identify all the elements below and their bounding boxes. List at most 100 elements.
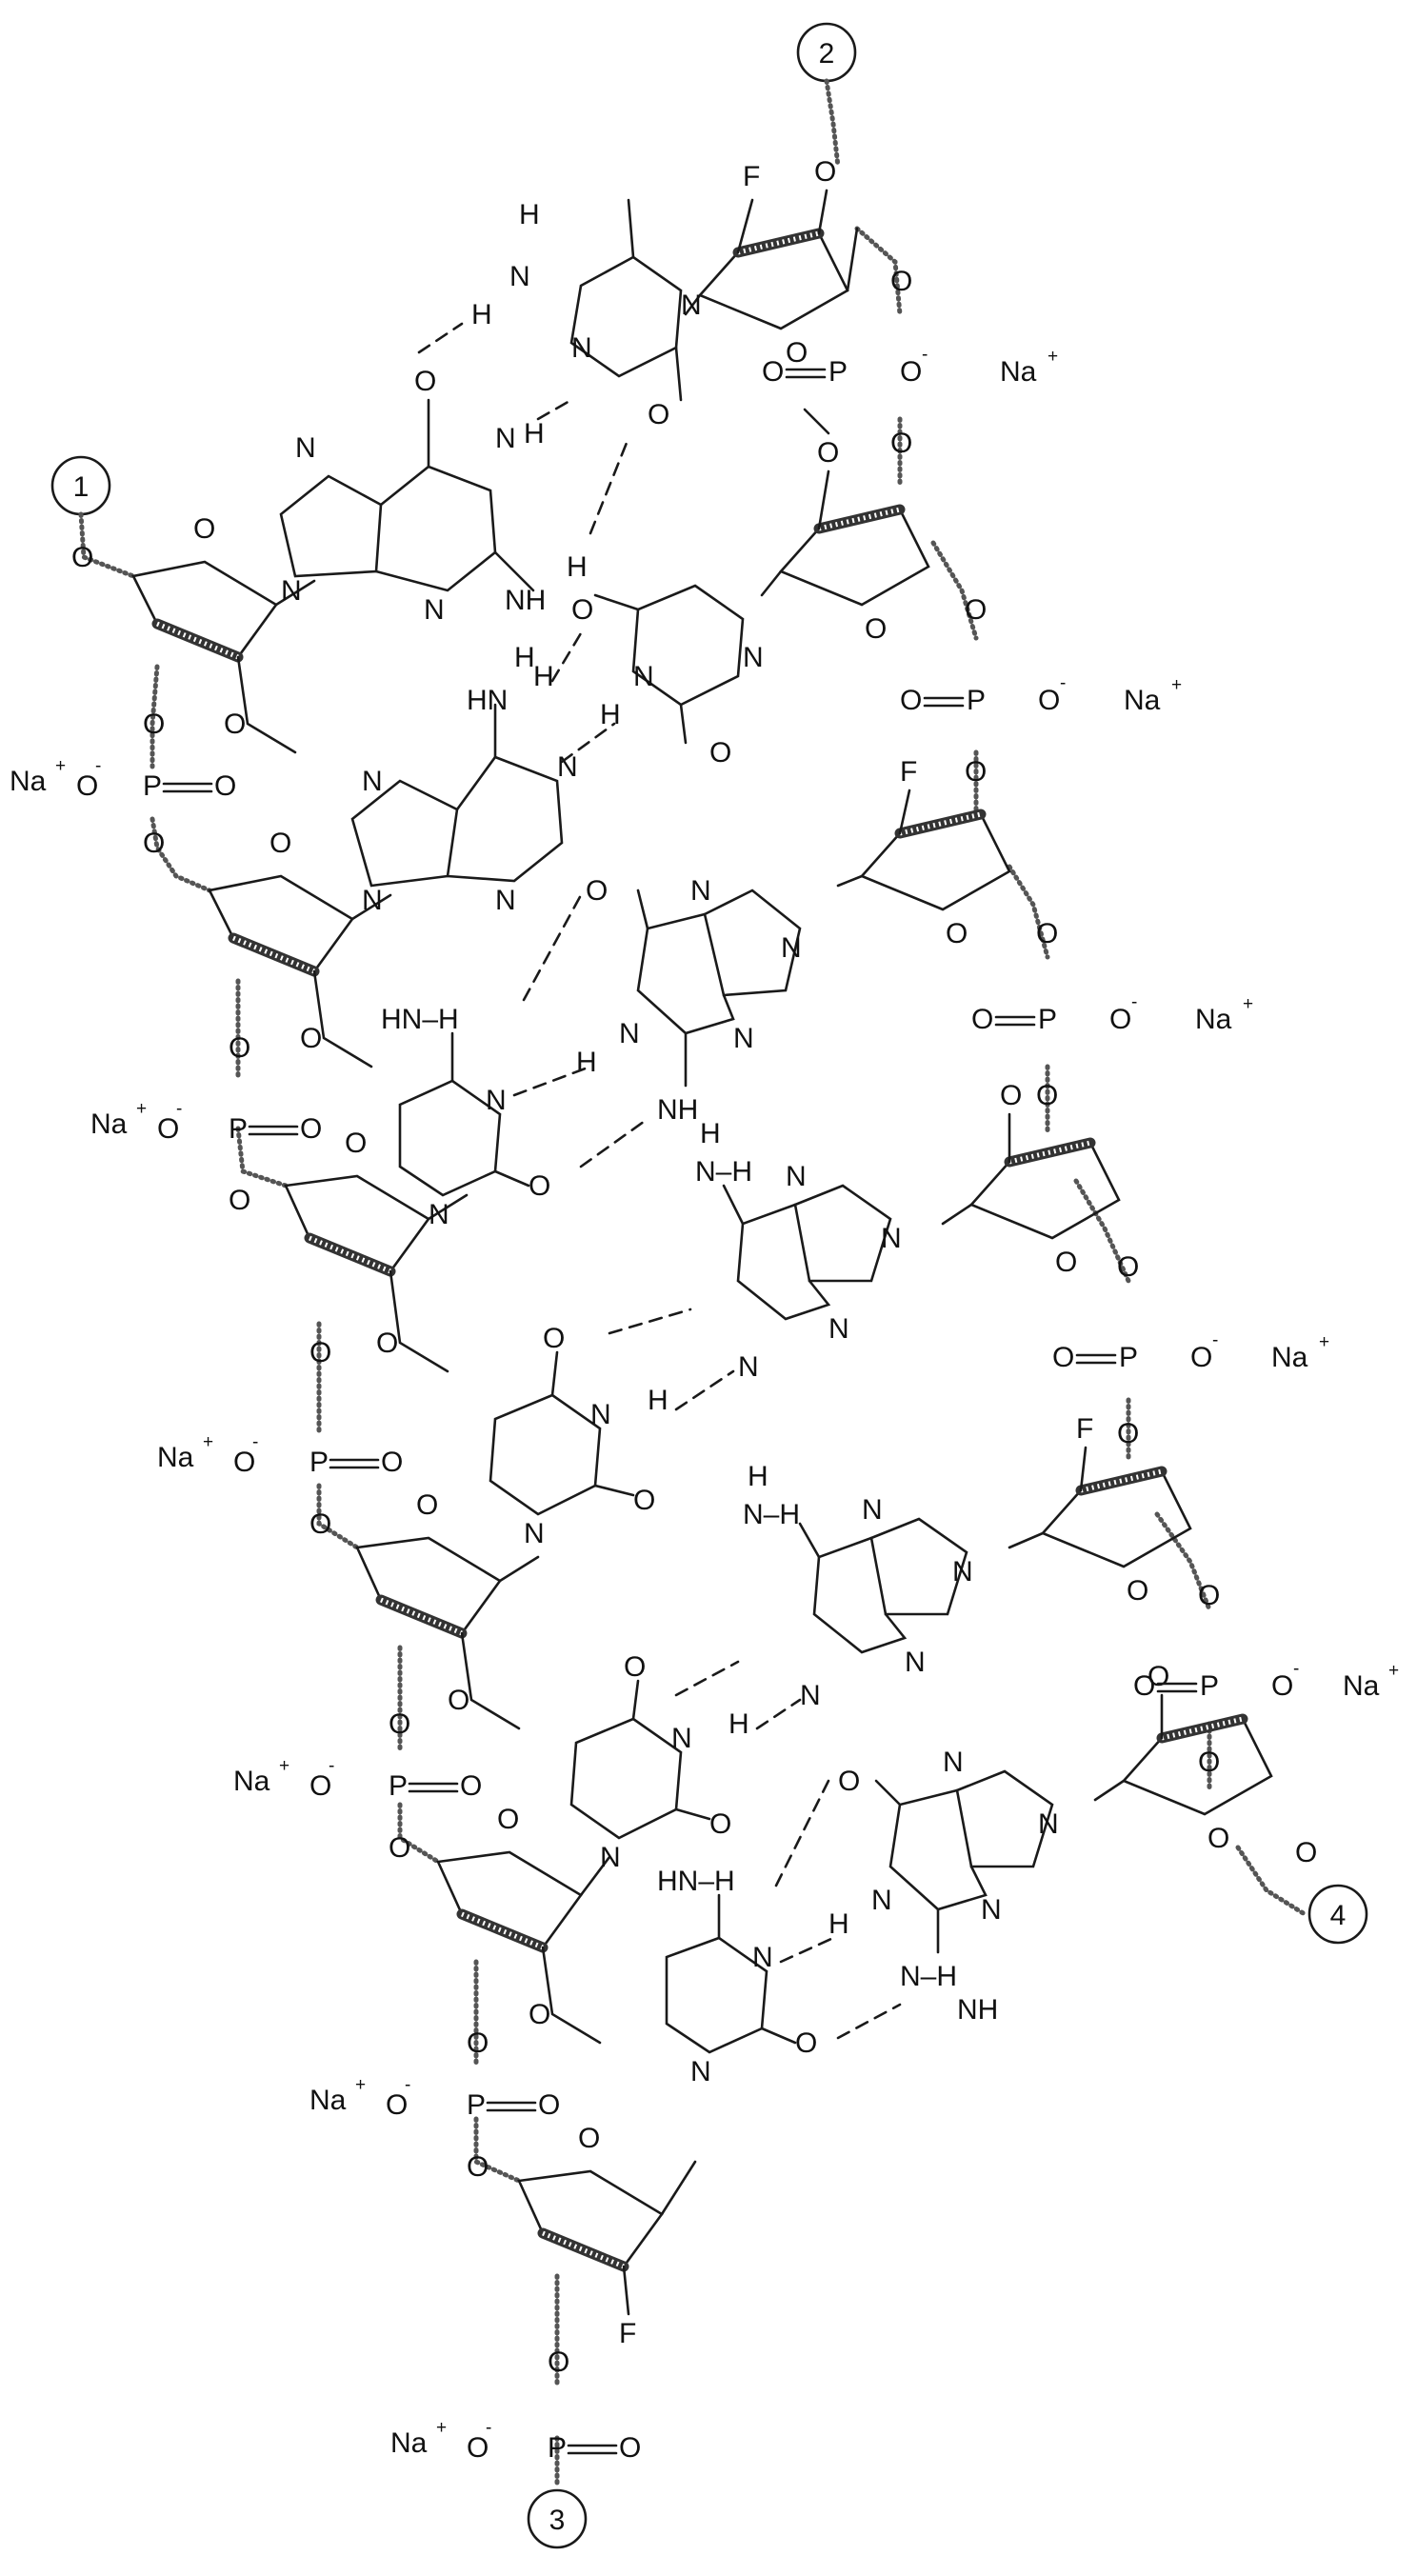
terminal-marker-3: 3 <box>529 2490 586 2547</box>
o3-oxygen: O <box>143 709 165 740</box>
base-uracil-b2: O N H N O <box>571 586 764 769</box>
sodium-ion: Na <box>1271 1342 1308 1373</box>
amino-hydrogen: H <box>514 642 535 673</box>
n1: N <box>557 751 578 783</box>
terminal-marker-4: 4 <box>1309 1886 1367 1943</box>
phosphate-oxygen: O <box>1109 1004 1131 1035</box>
n9: N <box>1038 1808 1059 1840</box>
o3-oxygen: O <box>467 2027 489 2059</box>
o2: O <box>709 737 731 769</box>
base-adenine-a2: N N N N HN H <box>352 661 578 916</box>
plus-charge: + <box>279 1756 289 1776</box>
n3-hydrogen: H <box>728 1708 749 1740</box>
o2: O <box>529 1170 550 1202</box>
n1: N <box>429 1199 449 1230</box>
o3-oxygen: O <box>1036 1080 1058 1111</box>
n9: N <box>781 932 802 964</box>
n1: N <box>743 642 764 673</box>
hydrogen-bonds <box>419 324 900 2038</box>
phosphorus: P <box>1038 1004 1057 1035</box>
n7: N <box>690 875 711 907</box>
o4: O <box>624 1651 646 1683</box>
ring-oxygen: O <box>1127 1575 1148 1607</box>
methoxy-oxygen: O <box>529 1999 550 2030</box>
n2-amino: NH <box>505 585 546 616</box>
n1: N <box>681 290 702 321</box>
o6: O <box>414 366 436 397</box>
sodium-ion: Na <box>10 766 47 797</box>
n3: N <box>571 332 592 364</box>
phosphorus: P <box>143 770 162 802</box>
ring-oxygen: O <box>786 337 808 369</box>
o3-oxygen: O <box>309 1337 331 1368</box>
o5-oxygen: O <box>143 828 165 859</box>
amino-hydrogen: H <box>533 661 554 692</box>
minus-charge: - <box>1131 992 1137 1012</box>
n9: N <box>952 1556 973 1588</box>
o5-oxygen: O <box>1036 918 1058 949</box>
n6-amino: HN <box>467 685 508 716</box>
phosphorus: P <box>389 1770 408 1802</box>
o2: O <box>633 1485 655 1516</box>
phosphate-a3: Na + O - P O O O <box>157 1337 403 1540</box>
o6: O <box>586 875 608 907</box>
bases: N N O N N NH H H H H N H N N O N <box>281 199 1059 2087</box>
phosphate-oxygen: O <box>381 1447 403 1478</box>
n1: N <box>495 423 516 454</box>
terminal-marker-1: 1 <box>52 457 110 514</box>
n1-hydrogen: H <box>828 1908 849 1940</box>
ring-oxygen: O <box>946 918 968 949</box>
phosphate-oxygen: O <box>1190 1342 1212 1373</box>
phosphorus: P <box>229 1113 248 1145</box>
plus-charge: + <box>1171 675 1182 695</box>
o5-oxygen: O <box>890 266 912 297</box>
o5-oxygen: O <box>389 1832 410 1864</box>
plus-charge: + <box>1388 1661 1399 1681</box>
ring-oxygen: O <box>416 1489 438 1521</box>
sodium-ion: Na <box>233 1766 270 1797</box>
base-cytosine-b1: H N H N N O <box>471 199 702 430</box>
ring-oxygen: O <box>1207 1823 1229 1854</box>
plus-charge: + <box>55 756 66 776</box>
methoxy-oxygen: O <box>448 1685 469 1716</box>
amino-hydrogen: H <box>748 1461 768 1492</box>
ring-oxygen: O <box>193 513 215 545</box>
n4-amino: HN–H <box>657 1866 735 1897</box>
n9: N <box>362 885 383 916</box>
minus-charge: - <box>405 2075 410 2095</box>
n1: N <box>738 1351 759 1383</box>
n3: N <box>671 1723 692 1754</box>
n7: N <box>362 766 383 797</box>
phosphate-oxygen: O <box>762 356 784 388</box>
base-guanine-b3: N N O N N NH H <box>576 875 802 1126</box>
plus-charge: + <box>355 2075 366 2095</box>
sugar-b6: O O <box>1095 1661 1271 1854</box>
sugar-a6: O F <box>519 2123 695 2349</box>
plus-charge: + <box>436 2418 447 2438</box>
phosphorus: P <box>828 356 848 388</box>
phosphate-oxygen: O <box>538 2089 560 2121</box>
n2-amino: NH <box>657 1094 698 1126</box>
phosphorus: P <box>1200 1670 1219 1702</box>
n3: N <box>981 1894 1002 1926</box>
strand-a-backbone <box>81 514 557 2486</box>
n6-amino: N–H <box>695 1156 752 1188</box>
o2: O <box>648 399 669 430</box>
o6: O <box>838 1766 860 1797</box>
minus-charge: - <box>1293 1659 1299 1679</box>
base-guanine-b6: N N O N H N N–H NH <box>828 1747 1059 2026</box>
n3-hydrogen: H <box>600 699 621 730</box>
o5-oxygen: O <box>965 594 987 626</box>
o3-oxygen: O <box>389 1708 410 1740</box>
phosphorus: P <box>467 2089 486 2121</box>
phosphorus: P <box>548 2432 567 2464</box>
amino-hydrogen: H <box>700 1118 721 1149</box>
base-adenine-b4: N N N–H H N N <box>695 1118 902 1383</box>
phosphate-oxygen: O <box>1052 1342 1074 1373</box>
phosphate-oxygen: O <box>214 770 236 802</box>
o5-oxygen: O <box>467 2151 489 2183</box>
ring-oxygen: O <box>578 2123 600 2154</box>
n1: N <box>600 1842 621 1873</box>
minus-charge: - <box>1060 673 1066 693</box>
